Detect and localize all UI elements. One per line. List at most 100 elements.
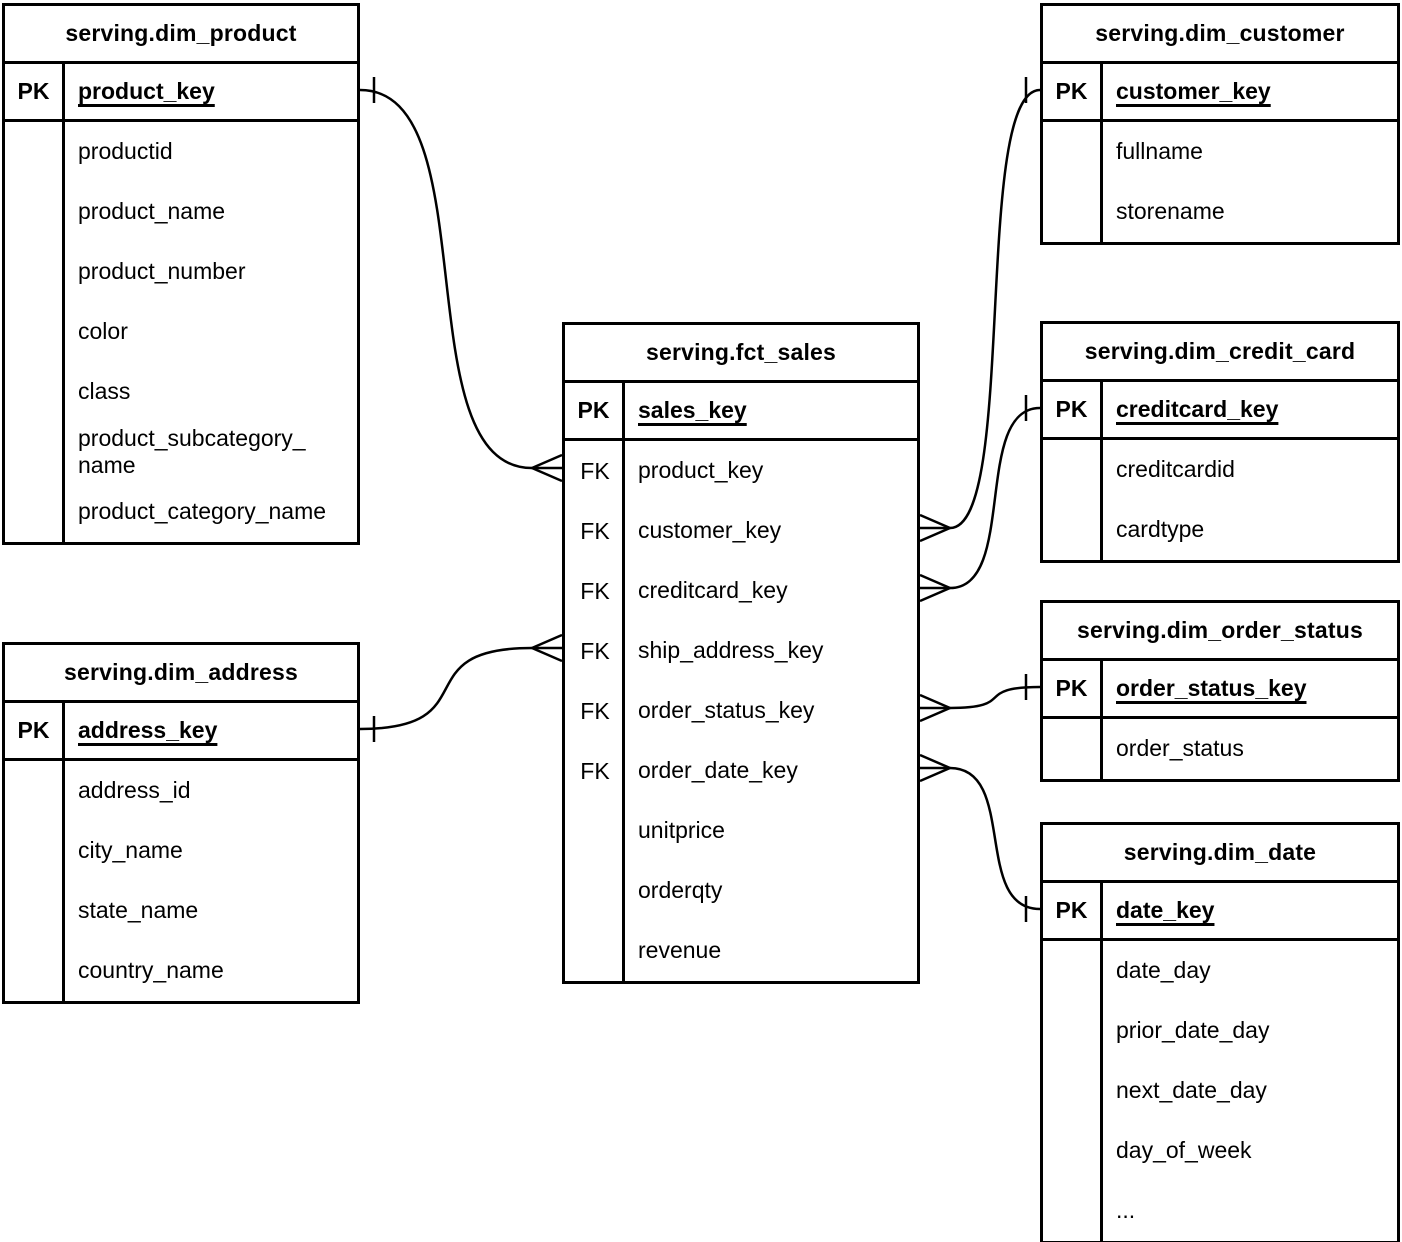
field-name[interactable]: product_subcategory_ name	[78, 424, 306, 478]
field-name[interactable]: day_of_week	[1116, 1137, 1252, 1164]
many-crow-foot	[531, 646, 563, 663]
many-crow-foot	[531, 466, 563, 483]
field-name[interactable]: prior_date_day	[1116, 1017, 1270, 1044]
key-column	[1043, 440, 1103, 560]
field-name[interactable]: state_name	[78, 897, 199, 924]
field-name[interactable]: product_category_name	[78, 498, 327, 525]
pk-field-name: creditcard_key	[1116, 395, 1279, 422]
field-name[interactable]: date_day	[1116, 957, 1211, 984]
field-key-label	[5, 941, 65, 1001]
entity-title: serving.fct_sales	[565, 325, 917, 383]
pk-label: PK	[5, 64, 65, 119]
entity-title: serving.dim_address	[5, 645, 357, 703]
field-name[interactable]: product_number	[78, 258, 246, 285]
field-name[interactable]: productid	[78, 138, 173, 165]
pk-label: PK	[1043, 382, 1103, 437]
pk-label: PK	[1043, 883, 1103, 938]
field-column: address_id city_name state_name country_nam…	[65, 761, 357, 1001]
field-name[interactable]: orderqty	[638, 877, 723, 904]
field-key-label	[5, 302, 65, 362]
field-name[interactable]: storename	[1116, 198, 1225, 225]
entity-body: fullname storename	[1043, 122, 1397, 242]
field-name[interactable]: address_id	[78, 777, 191, 804]
field-key-label	[5, 821, 65, 881]
many-crow-foot	[919, 753, 951, 770]
field-key-label	[565, 801, 625, 861]
field-key-label	[565, 921, 625, 981]
field-name[interactable]: ...	[1116, 1197, 1136, 1224]
many-crow-foot	[919, 526, 951, 543]
field-key-label	[1043, 1181, 1103, 1241]
relationship-dim_product-fct_sales[interactable]	[359, 77, 563, 483]
field-key-label	[1043, 941, 1103, 1001]
relationship-line[interactable]	[949, 406, 1041, 590]
field-name[interactable]: country_name	[78, 957, 224, 984]
field-key-label	[5, 422, 65, 482]
field-name[interactable]: ship_address_key	[638, 637, 824, 664]
field-key-label	[1043, 719, 1103, 779]
field-name[interactable]: class	[78, 378, 131, 405]
field-column: order_status	[1103, 719, 1397, 779]
field-name[interactable]: fullname	[1116, 138, 1203, 165]
field-name[interactable]: creditcardid	[1116, 456, 1235, 483]
many-crow-foot	[919, 513, 951, 530]
field-key-label	[565, 861, 625, 921]
field-name[interactable]: next_date_day	[1116, 1077, 1267, 1104]
field-key-label	[5, 242, 65, 302]
field-key-label	[1043, 500, 1103, 560]
relationship-dim_date-fct_sales[interactable]	[919, 753, 1041, 922]
relationship-dim_customer-fct_sales[interactable]	[919, 77, 1041, 543]
field-key-label: FK	[580, 697, 610, 724]
relationship-line[interactable]	[949, 685, 1041, 710]
many-crow-foot	[531, 453, 563, 470]
field-name[interactable]: order_date_key	[638, 757, 798, 784]
entity-title: serving.dim_credit_card	[1043, 324, 1397, 382]
field-name[interactable]: creditcard_key	[638, 577, 788, 604]
field-name[interactable]: cardtype	[1116, 516, 1205, 543]
field-name[interactable]: order_status	[1116, 735, 1244, 762]
field-name[interactable]: unitprice	[638, 817, 725, 844]
many-crow-foot	[919, 766, 951, 783]
relationship-dim_credit_card-fct_sales[interactable]	[919, 395, 1041, 603]
field-key-label	[1043, 1121, 1103, 1181]
entity-title: serving.dim_product	[5, 6, 357, 64]
field-column: fullname storename	[1103, 122, 1397, 242]
field-name[interactable]: order_status_key	[638, 697, 815, 724]
field-name[interactable]: product_name	[78, 198, 226, 225]
entity-title: serving.dim_customer	[1043, 6, 1397, 64]
many-crow-foot	[531, 633, 563, 650]
entity-body: address_id city_name state_name country_nam…	[5, 761, 357, 1001]
relationship-line[interactable]	[359, 88, 533, 470]
many-crow-foot	[919, 586, 951, 603]
field-name[interactable]: revenue	[638, 937, 722, 964]
pk-row[interactable]: PK product_key	[5, 64, 357, 122]
relationship-line[interactable]	[949, 766, 1041, 911]
field-name[interactable]: customer_key	[638, 517, 782, 544]
field-name[interactable]: product_key	[638, 457, 764, 484]
field-name[interactable]: city_name	[78, 837, 183, 864]
relationship-dim_order_status-fct_sales[interactable]	[919, 674, 1041, 723]
field-key-label	[5, 761, 65, 821]
pk-field-name: product_key	[78, 77, 215, 104]
pk-field-name: sales_key	[638, 396, 747, 423]
field-name[interactable]: color	[78, 318, 128, 345]
pk-row[interactable]: PK creditcard_key	[1043, 382, 1397, 440]
pk-label: PK	[565, 383, 625, 438]
pk-row[interactable]: PK sales_key	[565, 383, 917, 441]
field-key-label: FK	[580, 637, 610, 664]
relationship-line[interactable]	[949, 88, 1041, 530]
relationship-dim_address-fct_sales[interactable]	[359, 633, 563, 742]
relationship-line[interactable]	[359, 646, 533, 731]
